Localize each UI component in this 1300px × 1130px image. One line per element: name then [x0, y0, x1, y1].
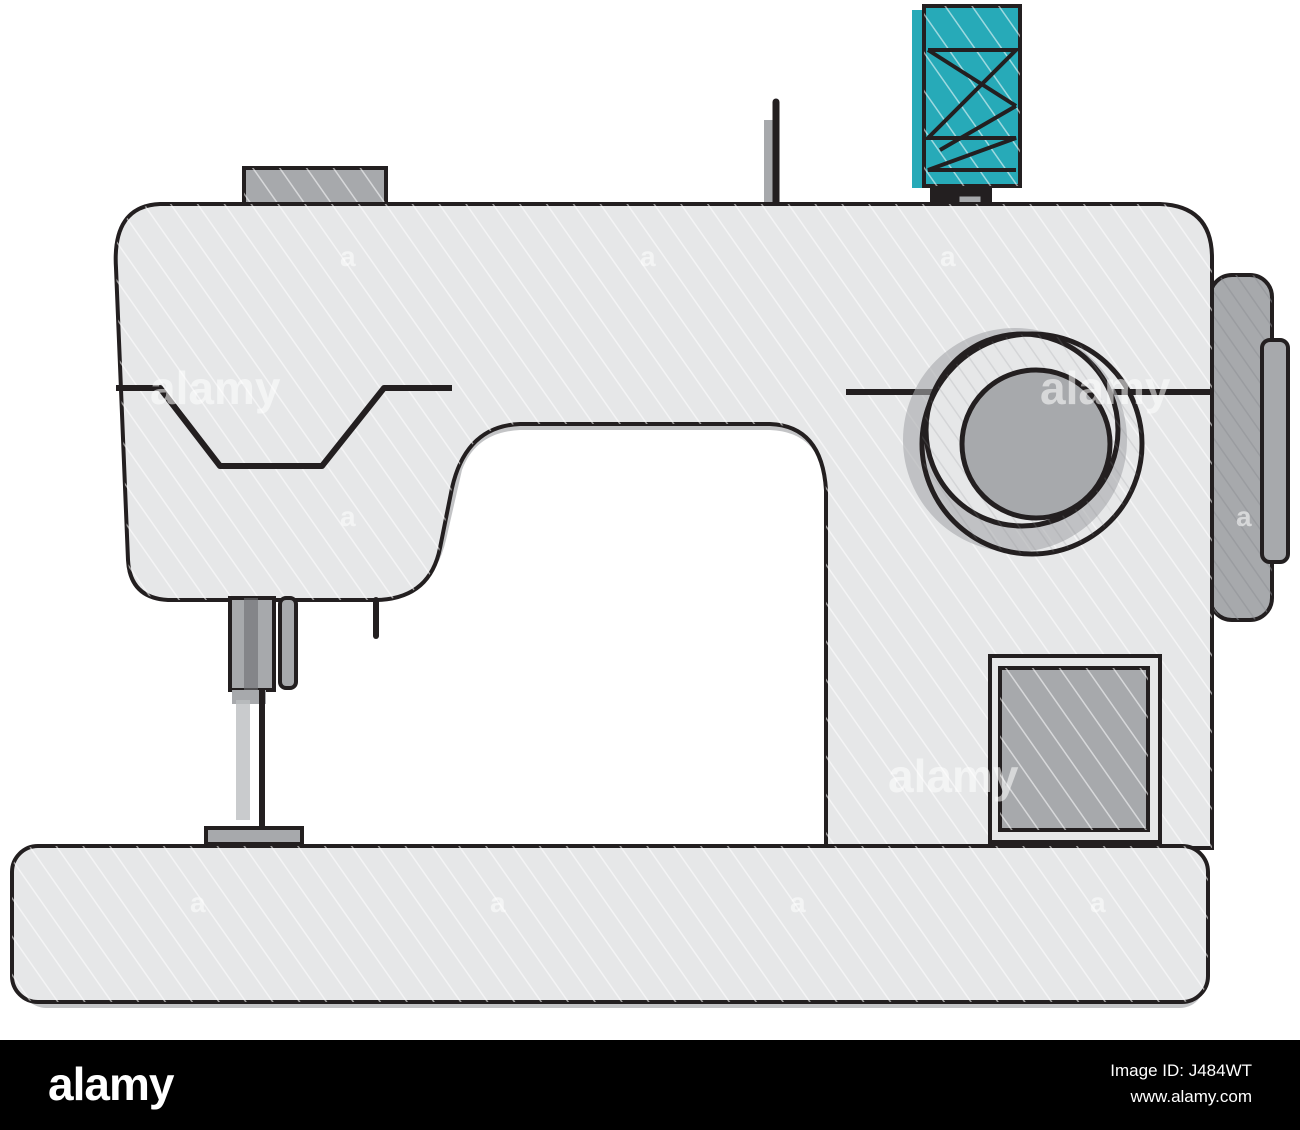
image-meta: Image ID: J484WT www.alamy.com	[1110, 1058, 1252, 1110]
stock-footer-bar: alamy Image ID: J484WT www.alamy.com	[0, 1040, 1300, 1130]
site-url-label: www.alamy.com	[1130, 1087, 1252, 1106]
hand-wheel	[1208, 273, 1290, 622]
thread-spool-icon	[912, 4, 1022, 215]
sewing-machine-illustration: alamy alamy alamy a a a a a a a a a	[10, 4, 1290, 1008]
stitch-dial	[903, 328, 1145, 557]
watermark-glyph: a	[190, 887, 206, 918]
alamy-logo: alamy	[48, 1058, 174, 1110]
watermark-glyph: a	[1236, 501, 1252, 532]
thread-guide-pin	[764, 98, 780, 214]
watermark-glyph: a	[340, 501, 356, 532]
watermark-glyph: a	[940, 241, 956, 272]
watermark-text: alamy	[1040, 362, 1171, 414]
image-id-label: Image ID: J484WT	[1110, 1061, 1252, 1080]
watermark-glyph: a	[1090, 887, 1106, 918]
watermark-text: alamy	[150, 362, 281, 414]
needle-bar	[228, 596, 379, 830]
presser-foot	[204, 826, 304, 846]
watermark-glyph: a	[790, 887, 806, 918]
front-panel	[988, 654, 1162, 844]
watermark-glyph: a	[640, 241, 656, 272]
watermark-layer: alamy alamy alamy a a a a a a a a a	[150, 241, 1252, 918]
watermark-glyph: a	[490, 887, 506, 918]
watermark-glyph: a	[340, 241, 356, 272]
machine-base	[10, 844, 1210, 1004]
watermark-text: alamy	[888, 750, 1019, 802]
